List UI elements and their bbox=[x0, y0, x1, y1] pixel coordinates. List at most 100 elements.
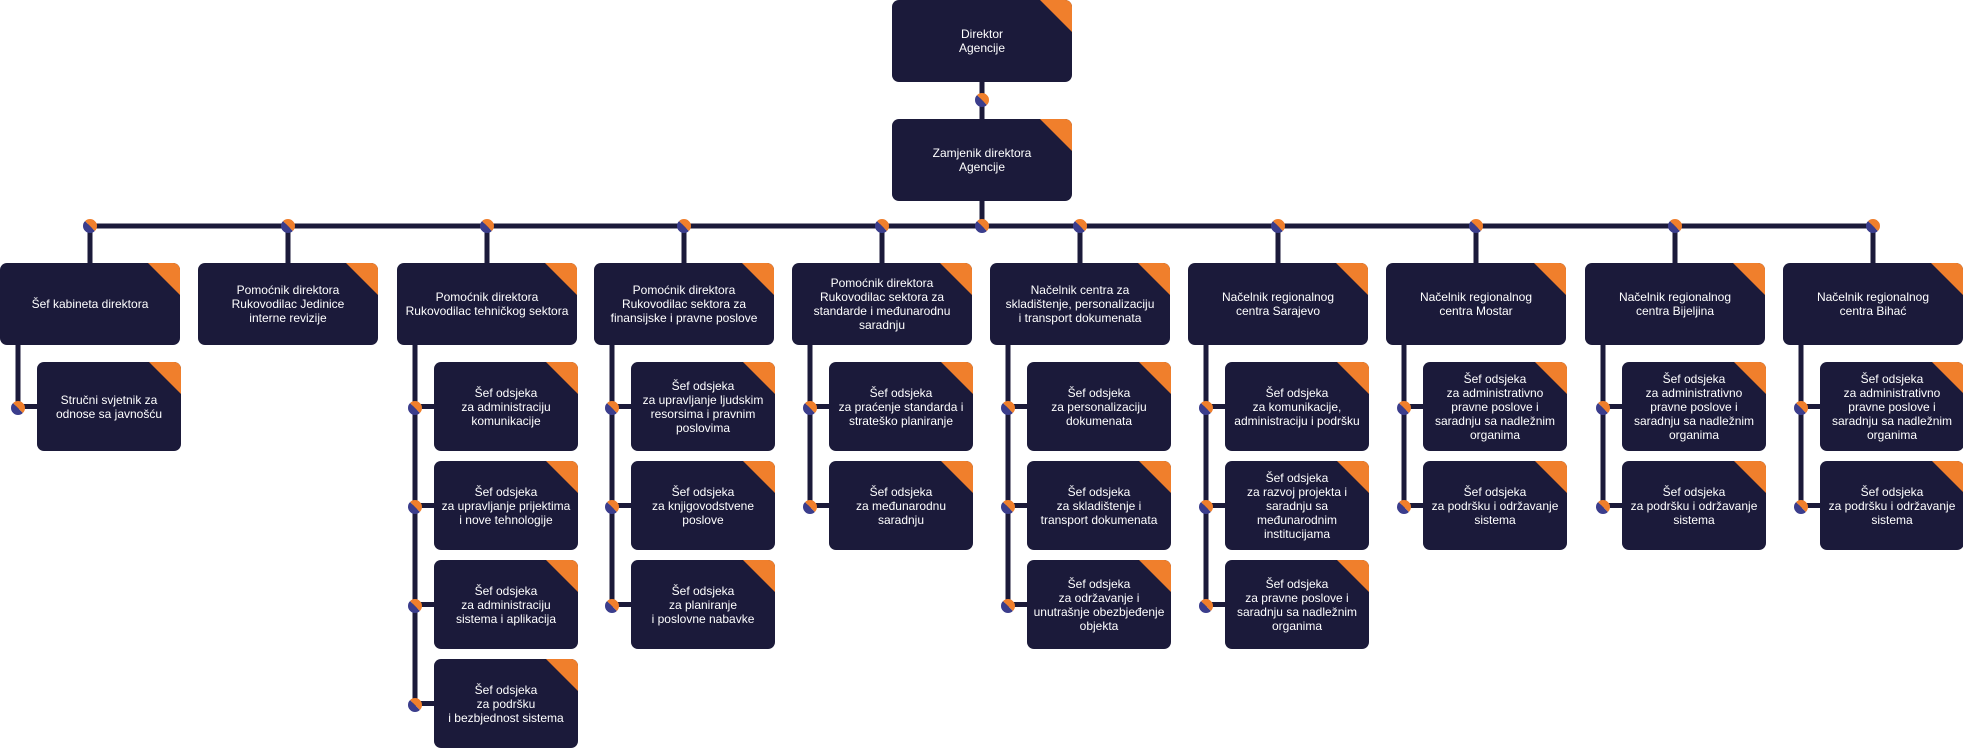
node-label-line: za podršku i održavanje bbox=[1630, 498, 1758, 513]
node-label-line: Šef odsjeka bbox=[474, 484, 538, 499]
node-label-line: Šef odsjeka bbox=[1662, 484, 1726, 499]
node-label-line: objekta bbox=[1079, 618, 1119, 633]
node-label-line: za podršku i održavanje bbox=[1431, 498, 1559, 513]
corner-accent bbox=[149, 362, 181, 394]
corner-accent bbox=[1337, 461, 1369, 493]
corner-accent bbox=[1932, 461, 1963, 493]
node-label-line: skladištenje, personalizaciju bbox=[1005, 297, 1155, 311]
node-label-line: Pomoćnik direktora bbox=[435, 290, 539, 304]
node-label-line: i nove tehnologije bbox=[459, 512, 553, 527]
node-label-line: centra Mostar bbox=[1439, 304, 1513, 318]
node-label-line: Šef odsjeka bbox=[1860, 484, 1924, 499]
node-label-line: Šef odsjeka bbox=[1265, 470, 1329, 485]
node-label-line: Šef odsjeka bbox=[671, 484, 735, 499]
corner-accent bbox=[940, 263, 972, 295]
node-label-line: organima bbox=[1271, 618, 1322, 633]
node-label-line: organima bbox=[1668, 427, 1719, 442]
node-label-line: standarde i međunarodnu bbox=[813, 304, 951, 318]
corner-accent bbox=[546, 461, 578, 493]
node-label-line: i bezbjednost sistema bbox=[448, 710, 564, 725]
node-label-line: saradnju sa nadležnim bbox=[1434, 413, 1556, 428]
node-label-line: Šef odsjeka bbox=[474, 583, 538, 598]
node-label-line: Šef odsjeka bbox=[1860, 371, 1924, 386]
corner-accent bbox=[743, 560, 775, 592]
corner-accent bbox=[346, 263, 378, 295]
node-label-line: sistema bbox=[1871, 512, 1913, 527]
node-label-line: finansijske i pravne poslove bbox=[610, 311, 758, 325]
node-label-line: Šef odsjeka bbox=[474, 682, 538, 697]
node-label-line: Šef odsjeka bbox=[474, 385, 538, 400]
corner-accent bbox=[941, 362, 973, 394]
node-label-line: Pomoćnik direktora bbox=[830, 276, 934, 290]
node-label-line: međunarodnim bbox=[1256, 512, 1338, 527]
node-label-line: za administrativno bbox=[1645, 385, 1743, 400]
node-label-line: Pomoćnik direktora bbox=[632, 283, 736, 297]
node-label-line: Šef odsjeka bbox=[1662, 371, 1726, 386]
node-label-line: Šef odsjeka bbox=[1463, 484, 1527, 499]
node-label-line: Šef odsjeka bbox=[1265, 576, 1329, 591]
node-label-line: unutrašnje obezbjeđenje bbox=[1033, 604, 1165, 619]
node-label-line: saradnju sa nadležnim bbox=[1831, 413, 1953, 428]
node-label-line: za održavanje i bbox=[1058, 590, 1140, 605]
corner-accent bbox=[1139, 560, 1171, 592]
column-head-node[interactable]: Šef kabineta direktora bbox=[0, 263, 180, 345]
node-label-line: Načelnik regionalnog bbox=[1816, 290, 1930, 304]
node-label-line: saradnju bbox=[858, 318, 905, 332]
node-label-line: Šef odsjeka bbox=[671, 583, 735, 598]
node-label-line: poslovima bbox=[675, 420, 730, 435]
node-label-line: centra Bihać bbox=[1839, 304, 1907, 318]
node-label-line: sistema i aplikacija bbox=[455, 611, 557, 626]
node-label-line: Šef odsjeka bbox=[1265, 385, 1329, 400]
corner-accent bbox=[1733, 263, 1765, 295]
node-label-line: Rukovodilac sektora za bbox=[621, 297, 747, 311]
